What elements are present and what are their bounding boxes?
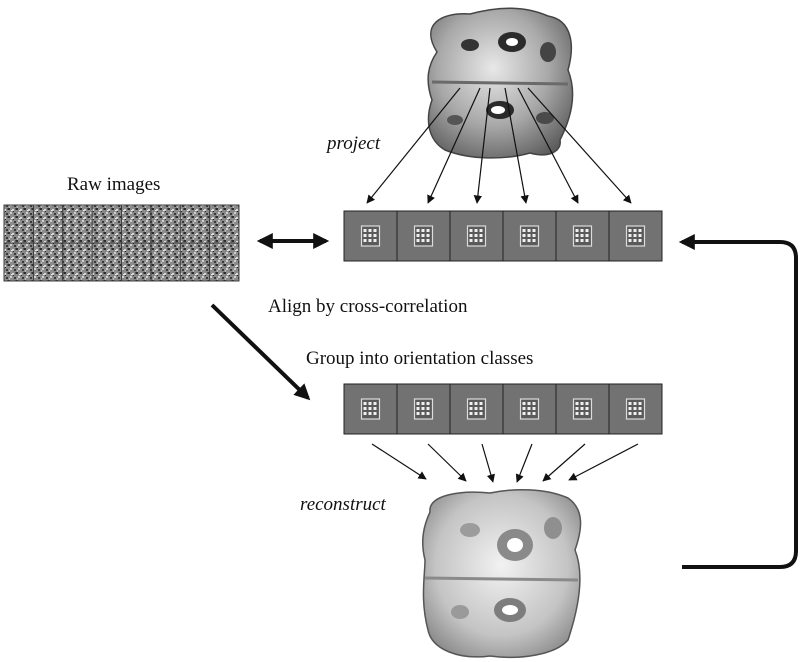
group-label: Group into orientation classes [306, 348, 534, 369]
reconstruction-arrows [371, 443, 639, 483]
class-average-panel [343, 383, 398, 435]
class-averages-strip [343, 383, 663, 435]
projection-arrows [366, 87, 632, 204]
class-average-panel [502, 383, 557, 435]
project-label: project [327, 133, 381, 154]
projection-panel [502, 210, 557, 262]
projection-panel [608, 210, 663, 262]
model-3d-bottom [422, 488, 582, 659]
projection-panel [449, 210, 504, 262]
reconstruct-label: reconstruct [300, 494, 386, 515]
align-label: Align by cross-correlation [268, 296, 468, 317]
class-average-panel [396, 383, 451, 435]
projection-panel [555, 210, 610, 262]
projection-panel [396, 210, 451, 262]
grouping-arrow [210, 303, 311, 401]
class-average-panel [555, 383, 610, 435]
class-average-panel [608, 383, 663, 435]
raw-images-label: Raw images [67, 174, 161, 195]
raw-images-grid [3, 204, 240, 282]
model-3d-top [427, 7, 574, 159]
projection-panel [343, 210, 398, 262]
projection-strip [343, 210, 663, 262]
raw-image-tile [209, 242, 240, 282]
feedback-loop-arrow [678, 234, 798, 569]
class-average-panel [449, 383, 504, 435]
